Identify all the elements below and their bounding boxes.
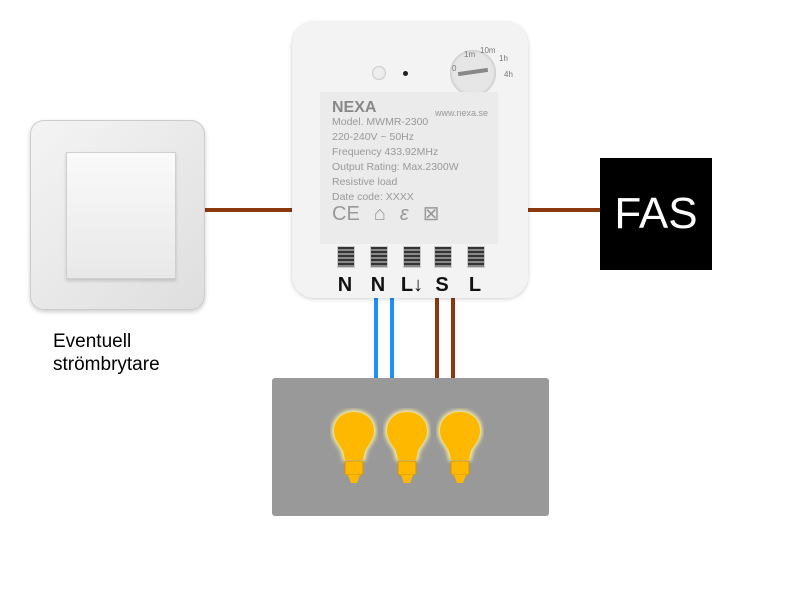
dial-label: 1h bbox=[499, 54, 508, 63]
spec-line: Resistive load bbox=[332, 176, 398, 188]
wire-switch-to-module bbox=[204, 208, 294, 212]
weee-bin-icon: ⊠ bbox=[422, 203, 440, 225]
dial-label: 10m bbox=[480, 46, 496, 55]
dial-label: 4h bbox=[504, 70, 513, 79]
caption-line1: Eventuell bbox=[53, 331, 132, 352]
brand-url: www.nexa.se bbox=[434, 108, 488, 118]
wall-switch bbox=[30, 120, 205, 310]
terminal-label: N bbox=[337, 274, 353, 296]
terminal-screw bbox=[467, 246, 485, 268]
label-panel: NEXA www.nexa.se Model. MWMR-2300 220-24… bbox=[320, 92, 498, 244]
caption-line2: strömbrytare bbox=[53, 354, 160, 375]
wire-module-to-fas bbox=[524, 208, 602, 212]
brand-logo: NEXA bbox=[332, 99, 377, 116]
spec-line: Output Rating: Max.2300W bbox=[332, 161, 459, 173]
spec-line: Date code: XXXX bbox=[332, 191, 414, 203]
spec-line: Frequency 433.92MHz bbox=[332, 146, 439, 158]
spec-line: 220-240V ~ 50Hz bbox=[332, 131, 415, 143]
terminal-label: L↓ bbox=[400, 274, 424, 296]
light-bulb-icon bbox=[385, 410, 429, 483]
terminal-screw bbox=[337, 246, 355, 268]
fas-label: FAS bbox=[600, 158, 712, 270]
epsilon-icon: ε bbox=[399, 203, 409, 225]
terminal-label: N bbox=[370, 274, 386, 296]
terminal-label: L bbox=[468, 274, 482, 296]
switch-caption: Eventuell strömbrytare bbox=[53, 330, 160, 376]
house-icon: ⌂ bbox=[373, 203, 386, 225]
dial-label: 1m bbox=[464, 50, 476, 59]
terminal-label: S bbox=[435, 274, 449, 296]
terminal-screw bbox=[403, 246, 421, 268]
timer-dial bbox=[450, 50, 496, 96]
ce-mark-icon: CE bbox=[332, 203, 360, 225]
lamp-load-box bbox=[272, 378, 549, 516]
nexa-module: 0 1m 10m 1h 4h NEXA www.nexa.se Model. M… bbox=[292, 22, 528, 298]
light-bulb-icon bbox=[332, 410, 376, 483]
led-indicator bbox=[403, 71, 408, 76]
learn-button bbox=[372, 66, 386, 80]
dial-label: 0 bbox=[452, 64, 457, 73]
wire-switched-1 bbox=[435, 296, 439, 380]
switch-rocker bbox=[66, 152, 176, 279]
wire-neutral-2 bbox=[390, 296, 394, 380]
light-bulb-icon bbox=[438, 410, 482, 483]
terminal-screw bbox=[370, 246, 388, 268]
terminal-screw bbox=[434, 246, 452, 268]
wire-switched-2 bbox=[451, 296, 455, 380]
spec-line: Model. MWMR-2300 bbox=[332, 116, 429, 128]
wire-neutral-1 bbox=[374, 296, 378, 380]
